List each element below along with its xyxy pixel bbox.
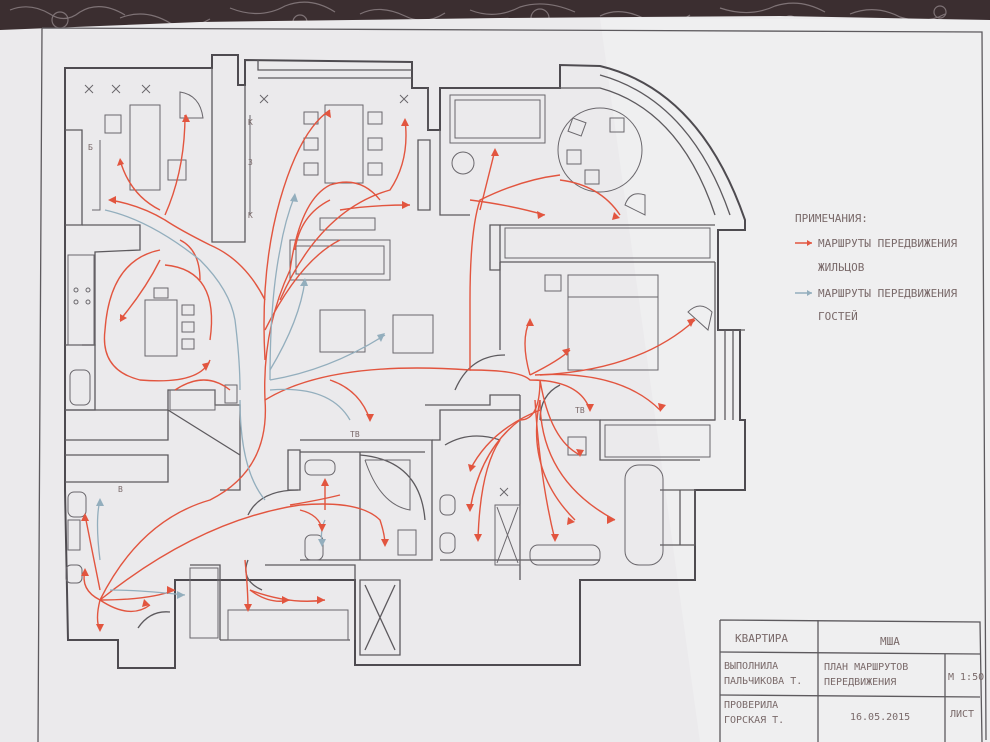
stamp-date: 16.05.2015 [850, 712, 910, 723]
stamp-proverila-name: ГОРСКАЯ Т. [724, 715, 784, 726]
legend-residents-label: МАРШРУТЫ ПЕРЕДВИЖЕНИЯ [818, 237, 957, 250]
label-tv-1: ТВ [350, 430, 360, 439]
stamp-plan-title-2: ПЕРЕДВИЖЕНИЯ [824, 677, 896, 688]
legend-residents-label-2: ЖИЛЬЦОВ [818, 261, 865, 274]
label-k1: К [248, 118, 253, 127]
label-b: Б [88, 143, 93, 152]
stamp-vypolnila: ВЫПОЛНИЛА [724, 661, 778, 672]
drawing-frame [37, 27, 987, 742]
stamp-msha: МША [880, 635, 900, 648]
stamp-plan-title: ПЛАН МАРШРУТОВ [824, 662, 908, 673]
stamp-scale: М 1:50 [948, 672, 984, 683]
label-v: В [118, 485, 123, 494]
legend: ПРИМЕЧАНИЯ: МАРШРУТЫ ПЕРЕДВИЖЕНИЯ ЖИЛЬЦО… [795, 212, 957, 323]
stamp-kvartira: КВАРТИРА [735, 632, 788, 645]
arrowheads [81, 110, 695, 632]
legend-guests-label: МАРШРУТЫ ПЕРЕДВИЖЕНИЯ [818, 287, 957, 300]
stamp-sheet: ЛИСТ [950, 709, 974, 720]
label-z: З [248, 158, 253, 167]
floor-plan-furniture [65, 84, 713, 641]
legend-title: ПРИМЕЧАНИЯ: [795, 212, 868, 225]
label-tv-2: ТВ [575, 406, 585, 415]
stamp-proverila: ПРОВЕРИЛА [724, 700, 778, 711]
title-block: КВАРТИРА МША ВЫПОЛНИЛА ПАЛЬЧИКОВА Т. ПЛА… [719, 619, 984, 742]
stamp-vypolnila-name: ПАЛЬЧИКОВА Т. [724, 676, 802, 687]
legend-guests-label-2: ГОСТЕЙ [818, 310, 858, 323]
label-k2: К [248, 211, 253, 220]
arrowheads-blue [96, 193, 385, 599]
